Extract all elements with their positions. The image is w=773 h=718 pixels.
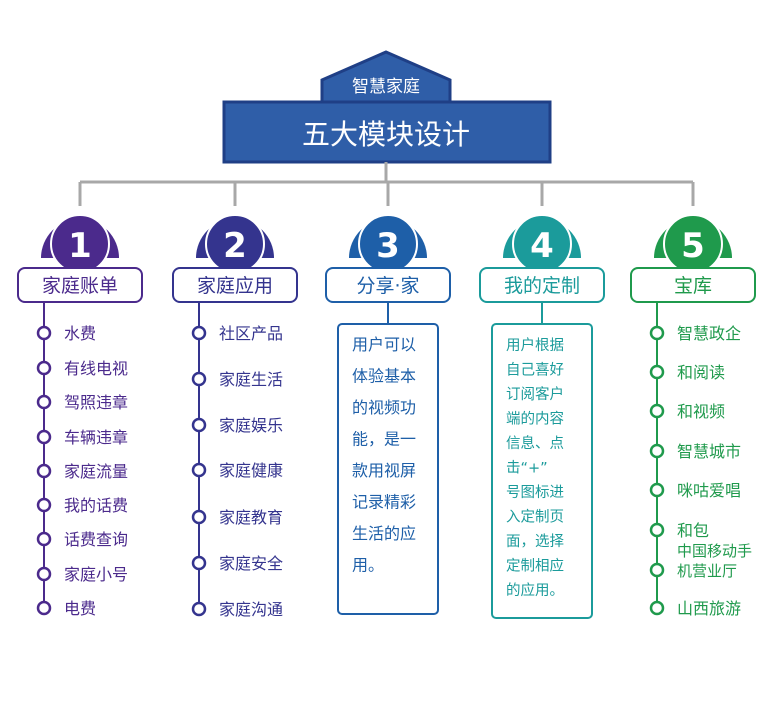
list-item-dot — [36, 325, 52, 341]
module-3-description-line: 能，是一 — [352, 430, 416, 449]
module-3-description-line: 用户可以 — [352, 335, 416, 354]
list-item-dot — [649, 325, 665, 341]
module-5-number: 5 — [681, 226, 705, 266]
list-item: 家庭小号 — [64, 565, 128, 584]
list-item-dot — [191, 462, 207, 478]
list-item-dot — [36, 360, 52, 376]
module-2-number: 2 — [223, 226, 247, 266]
list-item: 智慧城市 — [677, 442, 741, 461]
module-3-description-line: 记录精彩 — [352, 493, 416, 512]
module-3-description-box — [337, 323, 439, 615]
module-4-description-line: 面，选择 — [506, 533, 564, 550]
list-item-dot — [649, 443, 665, 459]
module-4-number: 4 — [530, 226, 554, 266]
list-item-dot — [191, 509, 207, 525]
header-title: 五大模块设计 — [302, 118, 470, 151]
list-item: 和阅读 — [677, 363, 725, 382]
list-item-dot — [36, 394, 52, 410]
list-item-dot — [36, 429, 52, 445]
module-4-description-line: 订阅客户 — [506, 386, 564, 403]
list-item: 家庭生活 — [219, 370, 283, 389]
header-title-box — [222, 100, 552, 164]
list-item: 家庭健康 — [219, 461, 283, 480]
module-5-title-box — [630, 267, 756, 303]
list-item-dot — [649, 600, 665, 616]
list-item: 和视频 — [677, 402, 725, 421]
list-item: 车辆违章 — [64, 428, 128, 447]
list-item: 话费查询 — [64, 530, 128, 549]
list-item-dot — [36, 566, 52, 582]
module-3-number: 3 — [376, 226, 400, 266]
module-4-description-line: 信息、点 — [506, 435, 564, 452]
module-4-title: 我的定制 — [504, 275, 580, 297]
list-item-dot — [36, 600, 52, 616]
list-item-dot — [191, 555, 207, 571]
module-4-description-line: 的应用。 — [506, 581, 564, 599]
list-item-dot — [649, 522, 665, 538]
list-item-dot — [191, 325, 207, 341]
list-item: 咪咕爱唱 — [677, 481, 741, 500]
list-item: 机营业厅 — [677, 562, 737, 580]
list-item: 家庭沟通 — [219, 600, 283, 619]
list-item: 和包 — [677, 521, 709, 540]
list-item: 水费 — [64, 324, 96, 343]
list-item: 智慧政企 — [677, 324, 741, 343]
list-item-dot — [649, 403, 665, 419]
module-2-title: 家庭应用 — [197, 275, 273, 297]
module-1-title-box — [17, 267, 143, 303]
list-item-dot — [36, 531, 52, 547]
module-4-description-box — [491, 323, 593, 619]
list-item-dot — [191, 371, 207, 387]
module-2-title-box — [172, 267, 298, 303]
module-3-description-line: 体验基本 — [352, 367, 416, 386]
module-3-description-line: 用。 — [352, 556, 384, 575]
module-4-description-line: 自己喜好 — [506, 362, 564, 379]
module-3-description-line: 的视频功 — [352, 398, 416, 417]
list-item: 家庭流量 — [64, 462, 128, 481]
list-item: 家庭教育 — [219, 508, 283, 527]
list-item: 家庭娱乐 — [219, 416, 283, 435]
list-item: 有线电视 — [64, 359, 128, 378]
list-item-dot — [191, 417, 207, 433]
header-group: 智慧家庭 五大模块设计 — [222, 50, 552, 164]
list-item: 我的话费 — [64, 496, 128, 515]
module-5-title: 宝库 — [674, 275, 712, 297]
module-4-description-line: 击“+” — [506, 460, 548, 477]
module-4-description-line: 入定制页 — [506, 509, 564, 526]
list-item: 社区产品 — [219, 324, 283, 343]
list-item: 山西旅游 — [677, 599, 741, 618]
header-subtitle: 智慧家庭 — [352, 77, 420, 97]
list-item: 驾照违章 — [64, 393, 128, 412]
module-4-description-line: 号图标进 — [506, 484, 564, 501]
module-4-description-line: 定制相应 — [506, 557, 564, 575]
list-item-dot — [36, 497, 52, 513]
list-item-dot — [649, 482, 665, 498]
module-3-description-line: 款用视屏 — [352, 461, 416, 480]
list-item: 电费 — [64, 599, 96, 618]
list-item-dot — [649, 562, 665, 578]
list-item: 中国移动手 — [677, 542, 752, 560]
list-item-dot — [36, 463, 52, 479]
module-1-title: 家庭账单 — [42, 275, 118, 297]
module-4-description-line: 端的内容 — [506, 411, 564, 428]
module-4-description-line: 用户根据 — [506, 337, 564, 354]
module-3-title: 分享·家 — [356, 275, 419, 297]
list-item: 家庭安全 — [219, 554, 283, 573]
connector-lines — [78, 162, 695, 206]
module-1-number: 1 — [68, 226, 92, 266]
module-3-description-line: 生活的应 — [352, 524, 416, 543]
list-item-dot — [649, 364, 665, 380]
list-item-dot — [191, 601, 207, 617]
